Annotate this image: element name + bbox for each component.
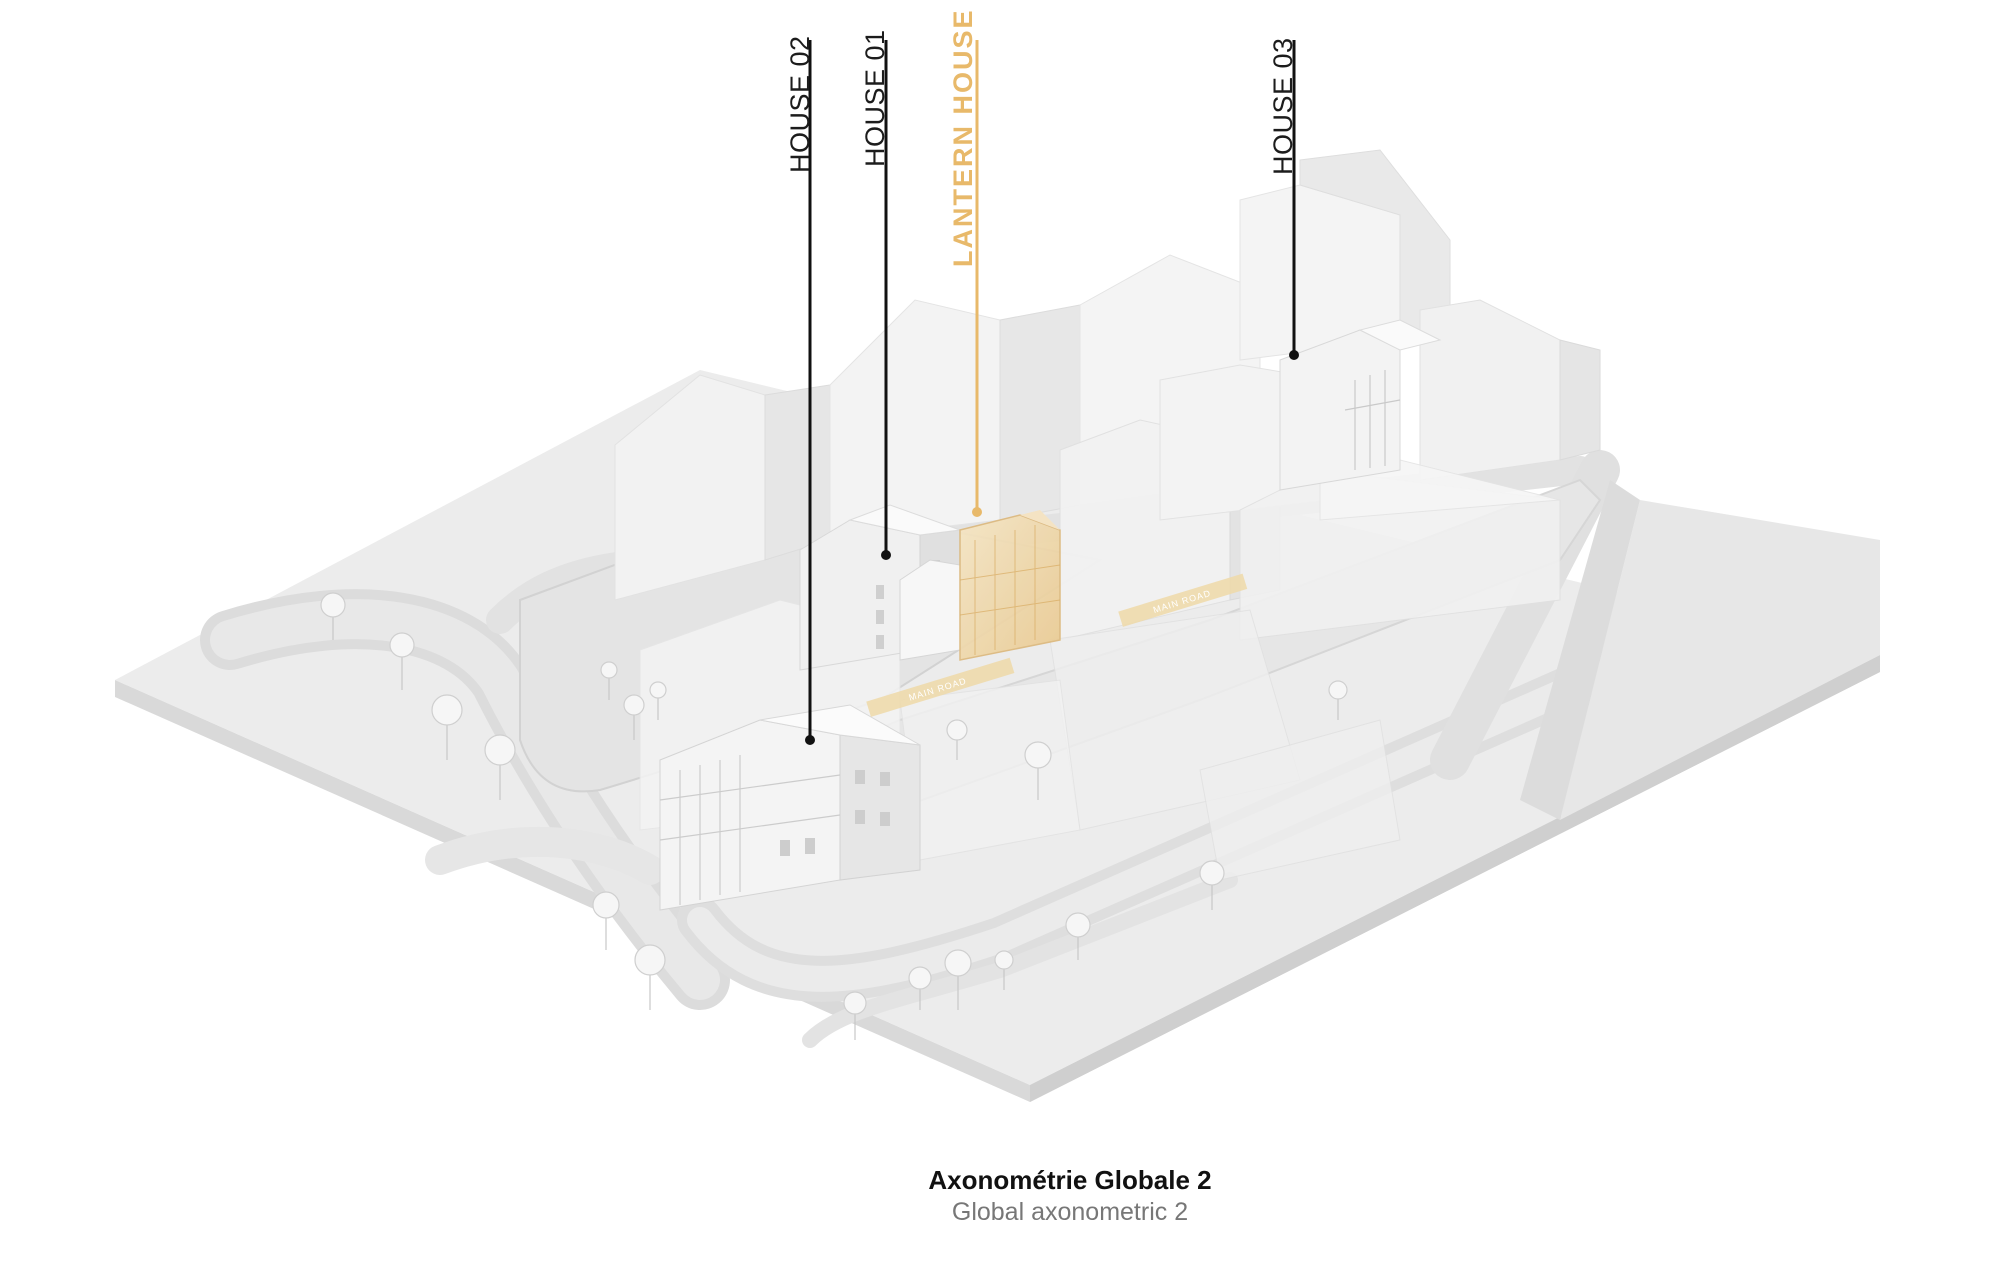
house-01-leader-dot [881,550,891,560]
caption-title: Axonométrie Globale 2 [928,1165,1212,1195]
house-02-leader-dot [805,735,815,745]
caption-subtitle: Global axonometric 2 [951,1198,1189,1226]
lantern-house-leader-dot [972,507,982,517]
leader-lines [805,40,1299,745]
trees [320,592,1348,1040]
hillside [1520,480,1880,820]
house-02-building [659,704,921,911]
lantern-house-building [959,510,1061,661]
lantern-house-label: LANTERN HOUSE [948,8,978,267]
house-03-building [1279,319,1442,491]
house-02-label: HOUSE 02 [785,35,815,173]
house-03-leader-dot [1289,350,1299,360]
context-massing [614,149,1601,881]
house-01-label: HOUSE 01 [860,29,890,167]
house-03-label: HOUSE 03 [1268,37,1298,175]
figure-caption: Axonométrie Globale 2 Global axonometric… [0,1165,2000,1227]
